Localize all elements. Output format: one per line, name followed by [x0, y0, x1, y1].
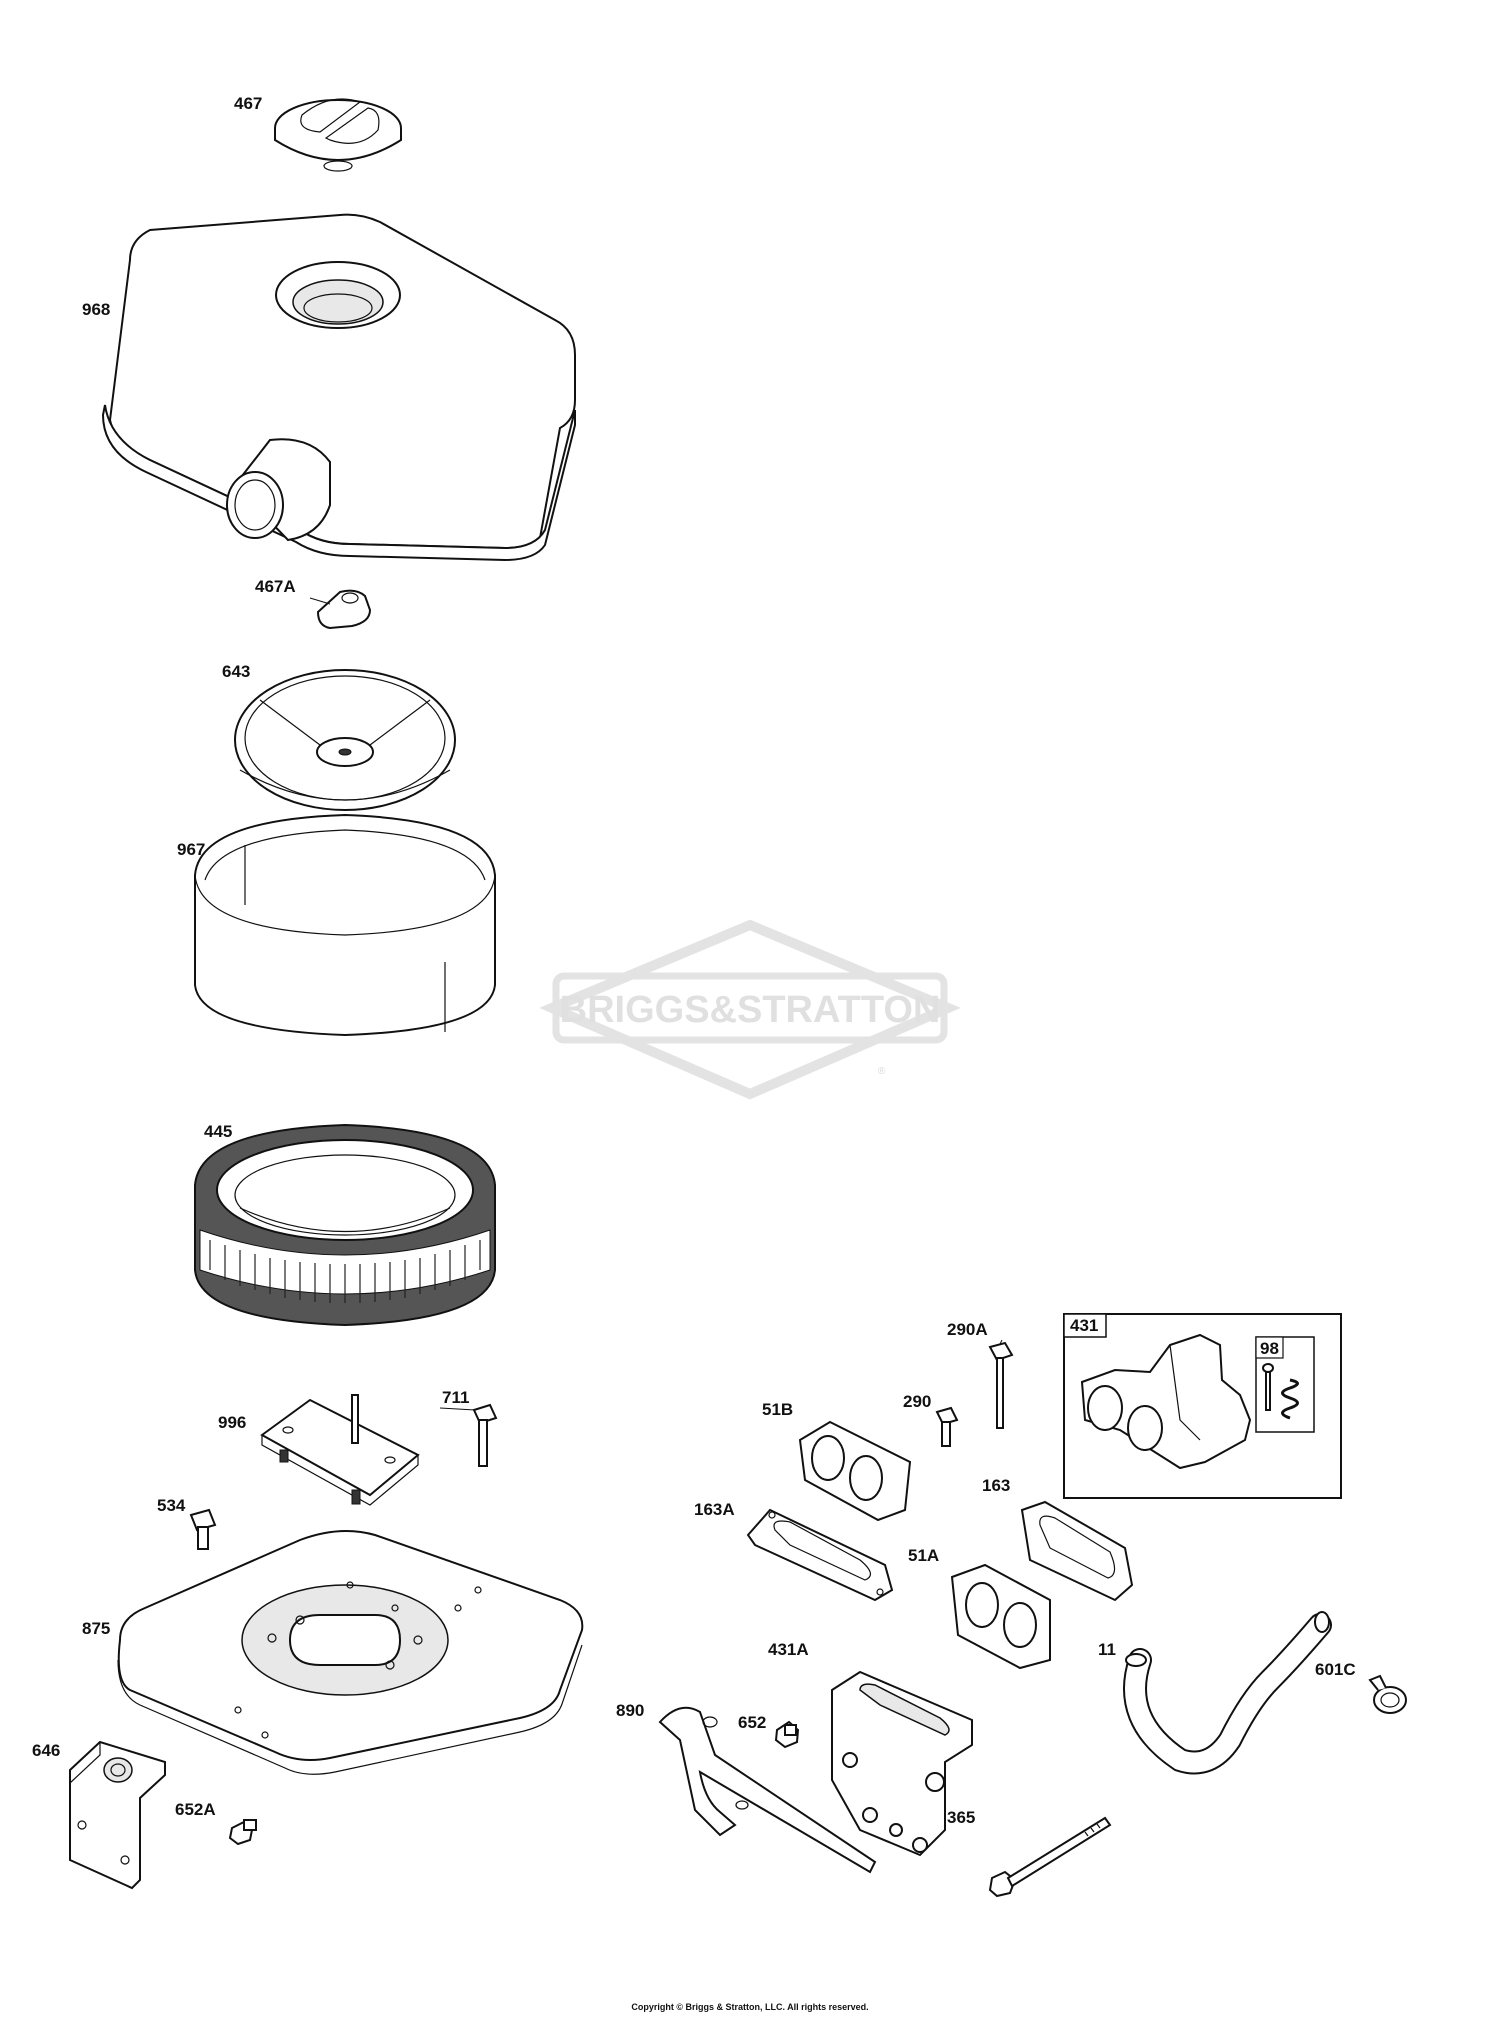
part-643-inner-cover	[234, 669, 456, 811]
part-467-label: 467	[234, 94, 263, 113]
part-51b-label: 51B	[762, 1400, 794, 1419]
part-652a-screw	[228, 1819, 257, 1846]
part-711-label: 711	[442, 1388, 470, 1407]
part-431a-carb-adapter	[831, 1670, 973, 1857]
part-467-cap	[274, 98, 402, 172]
part-163-gasket	[1020, 1500, 1134, 1602]
part-445-air-filter	[194, 1123, 496, 1327]
part-534-label: 534	[157, 1496, 186, 1515]
leader-lines	[309, 597, 1003, 1411]
part-652-screw	[774, 1720, 800, 1749]
part-365-label: 365	[947, 1808, 976, 1827]
part-875-label: 875	[82, 1619, 111, 1638]
part-11-fuel-hose	[1123, 1611, 1332, 1775]
part-534-screw	[189, 1508, 217, 1550]
part-163a-gasket	[746, 1508, 894, 1602]
part-646-label: 646	[32, 1741, 61, 1760]
part-51b-gasket	[798, 1420, 912, 1522]
kit-98-label: 98	[1260, 1339, 1279, 1358]
part-652a-label: 652A	[175, 1800, 216, 1819]
part-290-bolt	[935, 1406, 959, 1447]
part-601c-label: 601C	[1315, 1660, 1356, 1679]
part-601c-hose-clamp	[1368, 1674, 1407, 1714]
part-996-label: 996	[218, 1413, 247, 1432]
part-890-label: 890	[616, 1701, 645, 1720]
watermark-text: BRIGGS&STRATTON	[560, 989, 941, 1031]
part-968-air-cleaner-cover	[101, 213, 576, 562]
watermark-registered-mark: ®	[878, 1066, 886, 1077]
part-467a-label: 467A	[255, 577, 296, 596]
part-652-label: 652	[738, 1713, 767, 1732]
part-890-link-bracket	[658, 1706, 877, 1874]
part-290a-label: 290A	[947, 1320, 988, 1339]
part-643-label: 643	[222, 662, 251, 681]
part-445-label: 445	[204, 1122, 233, 1141]
part-290-label: 290	[903, 1392, 932, 1411]
kit-431-label: 431	[1070, 1316, 1099, 1335]
part-967-label: 967	[177, 840, 206, 859]
part-967-pre-cleaner	[194, 813, 496, 1037]
part-431a-label: 431A	[768, 1640, 809, 1659]
part-996-stud-plate	[260, 1394, 420, 1506]
part-467a-wing-knob	[316, 589, 372, 630]
part-51a-label: 51A	[908, 1546, 940, 1565]
part-290a-bolt	[988, 1341, 1014, 1429]
part-163a-label: 163A	[694, 1500, 735, 1519]
part-711-bolt	[472, 1403, 498, 1467]
part-646-bracket	[69, 1740, 166, 1890]
kit-431-box	[1063, 1313, 1342, 1499]
part-968-label: 968	[82, 300, 111, 319]
part-875-base-plate	[117, 1530, 584, 1775]
briggs-stratton-watermark: BRIGGS&STRATTON ®	[539, 919, 961, 1100]
part-51a-gasket	[950, 1563, 1051, 1670]
part-11-label: 11	[1098, 1640, 1116, 1659]
part-365-long-bolt	[988, 1816, 1112, 1898]
part-163-label: 163	[982, 1476, 1011, 1495]
copyright-footer: Copyright © Briggs & Stratton, LLC. All …	[631, 2002, 869, 2012]
